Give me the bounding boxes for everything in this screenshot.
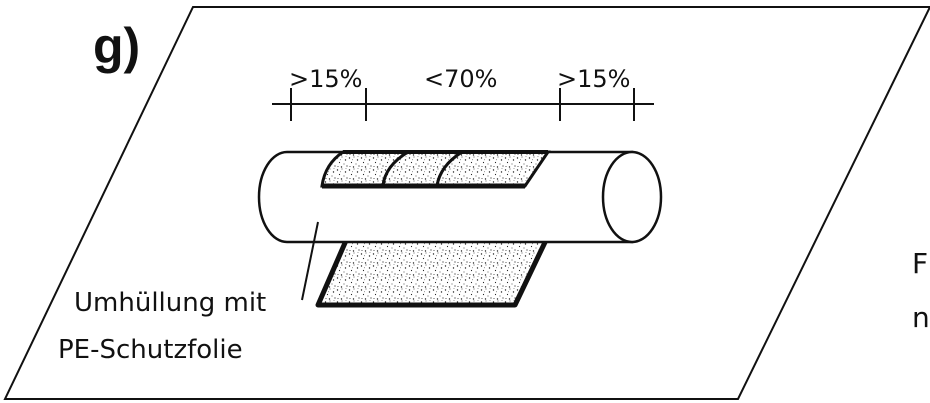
- dimension-right-label: >15%: [557, 65, 630, 93]
- annotation-line-2: PE-Schutzfolie: [58, 335, 243, 365]
- dimension-line: [272, 88, 654, 121]
- cropped-text-line-2: n: [912, 301, 930, 334]
- wrapped-film-strips: [320, 150, 551, 189]
- ground-plane: [3, 6, 930, 400]
- protective-film-sheet: [315, 233, 551, 308]
- panel-label: g): [93, 18, 140, 74]
- cropped-text-line-1: F: [912, 247, 928, 280]
- annotation-leader-line: [301, 221, 319, 301]
- dimension-middle-label: <70%: [424, 65, 497, 93]
- dimension-left-label: >15%: [289, 65, 362, 93]
- annotation-line-1: Umhüllung mit: [74, 288, 266, 318]
